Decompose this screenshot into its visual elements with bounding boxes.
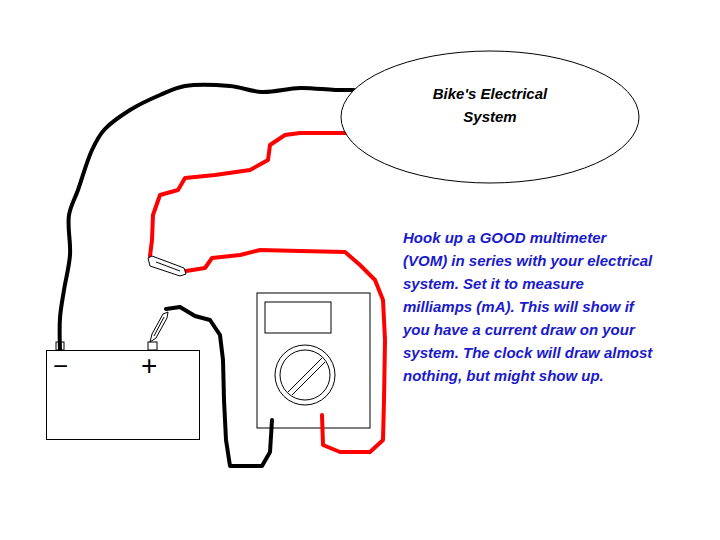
clips — [148, 256, 186, 342]
battery-box: −+ — [46, 350, 200, 440]
probe-clip-line — [156, 262, 180, 271]
battery-clip — [150, 312, 168, 342]
instruction-note: Hook up a GOOD multimeter (VOM) in serie… — [403, 226, 653, 387]
dial-pointer — [288, 358, 322, 392]
meter-display — [265, 302, 331, 333]
red-wire — [186, 250, 385, 452]
system-ellipse: Bike's Electrical System — [340, 50, 640, 184]
system-label: Bike's Electrical System — [340, 82, 640, 128]
connectors — [60, 85, 354, 350]
positive-post — [148, 342, 157, 350]
battery-clip-line — [154, 317, 164, 336]
meter-body — [257, 293, 370, 428]
battery-posts — [56, 342, 157, 350]
minus-sign: − — [53, 351, 68, 381]
dial-pointer — [292, 362, 325, 395]
plus-sign: + — [141, 351, 157, 381]
red-wire — [150, 133, 350, 256]
meter-dial — [275, 345, 335, 405]
black-wire — [60, 85, 354, 350]
probe-clip — [148, 256, 186, 276]
multimeter — [257, 293, 370, 428]
ellipse-shape — [341, 51, 639, 183]
meter-dial-inner — [280, 350, 330, 400]
